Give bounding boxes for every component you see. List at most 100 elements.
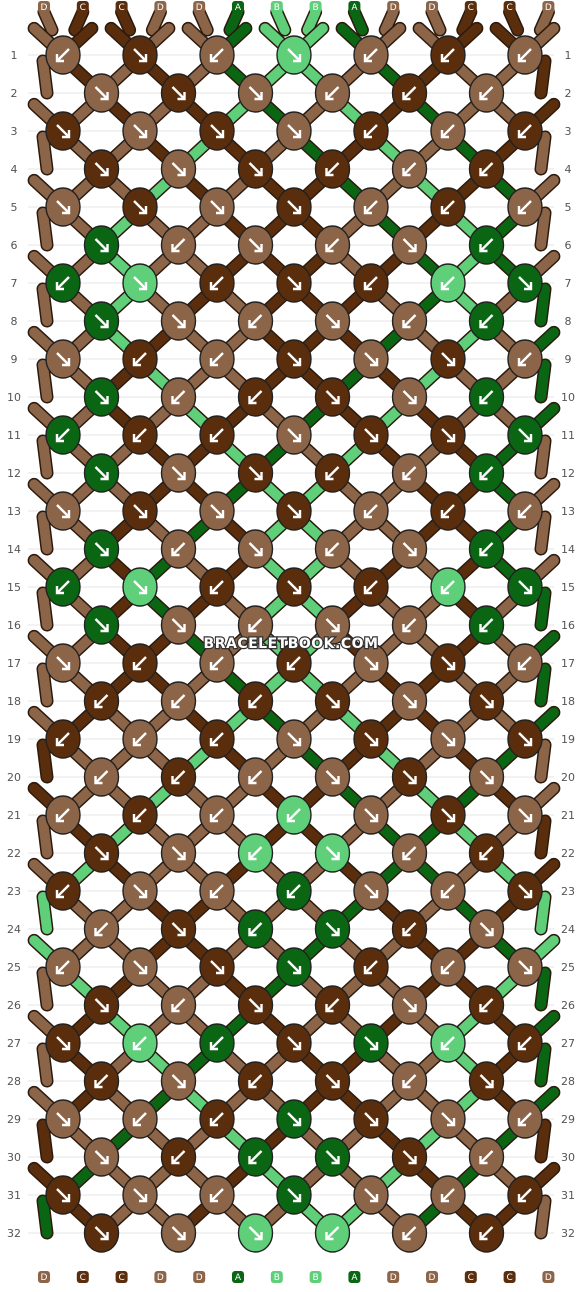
row-label-right: 15 [561, 581, 575, 594]
knot-arrow-head [171, 1156, 180, 1165]
knot-arrow [402, 238, 417, 252]
knot-arrow-head [139, 510, 148, 519]
knot-arrow [133, 124, 147, 138]
knot-arrow [94, 922, 109, 936]
knot-arrow-head [479, 320, 488, 329]
knot-arrow-head [62, 1118, 71, 1127]
thread-segment [225, 7, 243, 35]
strand-swatch-top [270, 1, 283, 13]
knot-arrow [171, 1226, 186, 1240]
row-label-right: 4 [565, 163, 572, 176]
knot-arrow-head [331, 624, 340, 633]
knot-arrow [479, 390, 494, 404]
strand-swatch-bottom [542, 1271, 555, 1283]
knot-arrow [94, 618, 109, 632]
knot-arrow [518, 808, 532, 822]
knot-arrow [287, 352, 301, 366]
knot-arrow-head [440, 510, 449, 519]
knot-arrow [479, 770, 494, 784]
knot-arrow-head [171, 700, 180, 709]
knot-arrow [441, 1112, 455, 1126]
knot-arrow-head [447, 358, 456, 367]
knot-arrow [479, 846, 494, 860]
knot-arrow [364, 276, 378, 290]
knot-arrow [210, 276, 224, 290]
strand-swatch-top [387, 1, 400, 13]
row-label-left: 3 [11, 125, 18, 138]
knot-arrow-head [139, 966, 148, 975]
row-label-right: 14 [561, 543, 575, 556]
strand-swatch-top [348, 1, 361, 13]
row-label-right: 20 [561, 771, 575, 784]
knot-arrow-head [363, 510, 372, 519]
row-label-right: 18 [561, 695, 575, 708]
strand-label-bottom: B [274, 1273, 280, 1283]
watermark: BRACELETBOOK.COM [204, 636, 379, 652]
knot-arrow-head [100, 548, 109, 557]
knot-arrow [518, 428, 532, 442]
row-label-left: 24 [7, 923, 21, 936]
row-label-right: 12 [561, 467, 575, 480]
knot-arrow [402, 998, 417, 1012]
knot-arrow-head [55, 890, 64, 899]
knot-arrow [479, 86, 494, 100]
knot-arrow [56, 656, 70, 670]
knot-arrow [94, 162, 109, 176]
knot-arrow [325, 770, 340, 784]
knot-arrow [133, 656, 147, 670]
knot-arrow [248, 542, 263, 556]
row-label-left: 8 [11, 315, 18, 328]
row-label-right: 26 [561, 999, 575, 1012]
knot-arrow-head [370, 814, 379, 823]
row-label-right: 31 [561, 1189, 575, 1202]
knot-arrow-head [248, 700, 257, 709]
strand-label-top: D [429, 3, 436, 13]
knot-arrow-head [94, 776, 103, 785]
strand-swatch-top [76, 1, 89, 13]
knot-arrow-head [171, 1004, 180, 1013]
row-label-left: 31 [7, 1189, 21, 1202]
strand-label-bottom: C [506, 1273, 512, 1283]
strand-label-bottom: B [313, 1273, 319, 1283]
thread-segment [38, 512, 52, 554]
knot-arrow [210, 1112, 224, 1126]
thread-segment [536, 512, 550, 554]
knot-arrow [364, 124, 378, 138]
knot-arrow [210, 732, 224, 746]
knot-arrow-head [286, 662, 295, 671]
knot-arrow [518, 1188, 532, 1202]
strand-swatch-bottom [426, 1271, 438, 1283]
knot-arrow [56, 960, 70, 974]
strand-label-top: C [118, 3, 124, 13]
knot-arrow-head [485, 928, 494, 937]
knot-arrow [248, 162, 263, 176]
knot-arrow-head [408, 776, 417, 785]
knot-arrow-head [248, 396, 257, 405]
knot-arrow [402, 1150, 417, 1164]
strand-swatch-top [464, 1, 477, 13]
knot-arrow [210, 960, 224, 974]
row-label-right: 2 [565, 87, 572, 100]
knot-arrow [364, 352, 378, 366]
thread-segment [116, 7, 135, 35]
knot-arrow-head [370, 738, 379, 747]
knot-arrow [518, 504, 532, 518]
knot-arrow [210, 352, 224, 366]
knot-arrow [441, 656, 455, 670]
knot-arrow-head [370, 1194, 379, 1203]
row-label-left: 22 [7, 847, 21, 860]
knot-arrow-head [363, 54, 372, 63]
strand-label-top: D [390, 3, 397, 13]
knot-arrow-head [325, 244, 334, 253]
knot-arrow [133, 808, 147, 822]
knot-arrow-head [100, 624, 109, 633]
row-label-right: 29 [561, 1113, 575, 1126]
knot-arrow [248, 466, 263, 480]
knot-arrow [210, 504, 224, 518]
knot-arrow-head [62, 130, 71, 139]
knot-arrow [325, 314, 340, 328]
thread-segment [147, 7, 166, 35]
thread-segment [504, 7, 523, 35]
knot-arrow-head [440, 54, 449, 63]
knot-arrow [441, 276, 455, 290]
